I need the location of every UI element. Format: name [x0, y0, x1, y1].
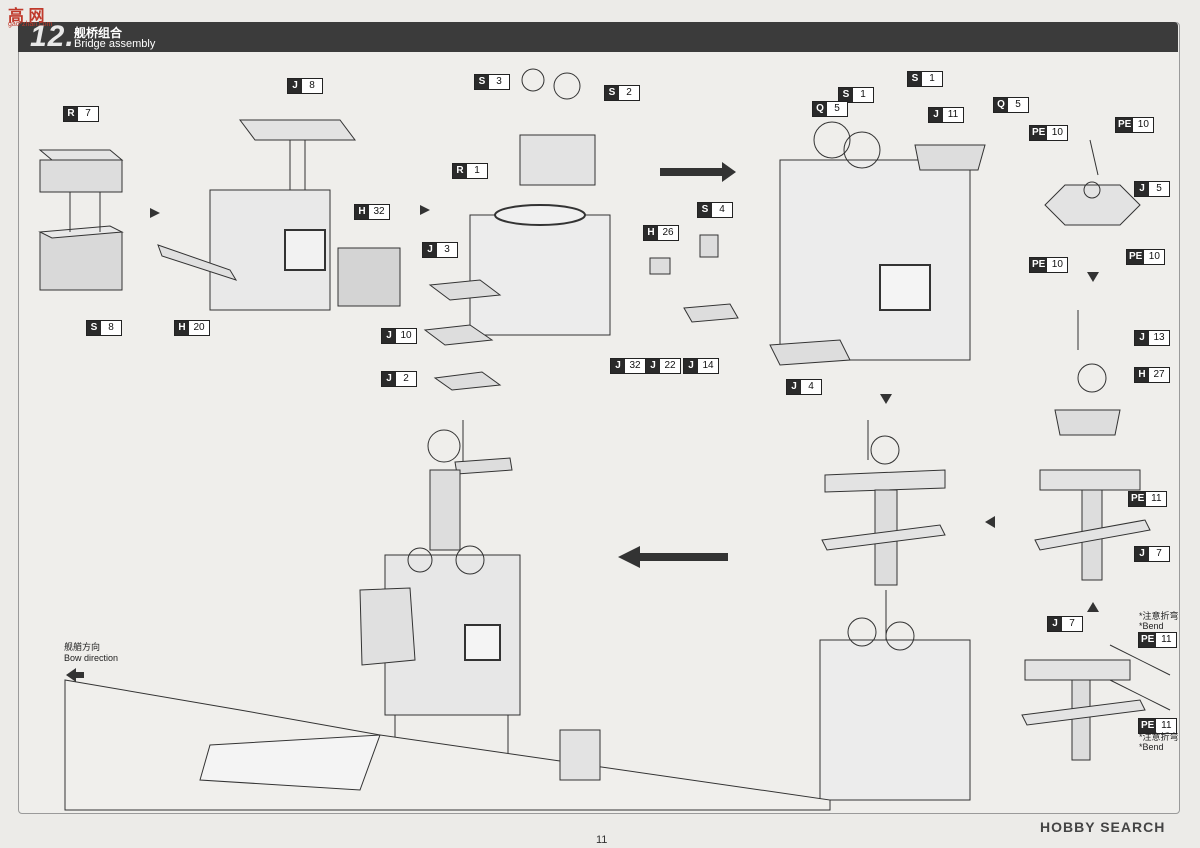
- watermark: HOBBY SEARCH: [1040, 819, 1166, 835]
- step-title-chinese: 舰桥组合: [74, 26, 123, 40]
- site-logo-url: gao-zhan.com: [8, 21, 53, 28]
- sub-assembly-3: [423, 68, 739, 391]
- arrow-down-1: [1087, 272, 1099, 282]
- step-header-bar: [18, 22, 1178, 52]
- site-logo: 高 网: [8, 8, 45, 25]
- sub-assembly-1: [38, 149, 124, 291]
- sub-assembly-center-mast: [819, 420, 971, 801]
- arrow-left-big: [618, 546, 728, 568]
- arrow-step-3: [660, 162, 736, 182]
- page-frame: [18, 22, 1180, 814]
- sub-assembly-mast-lower: [1021, 644, 1171, 761]
- bend-note-2: *注意折弯*Bend: [1139, 732, 1179, 752]
- bow-direction-arrow: [66, 668, 84, 682]
- arrow-down-2: [880, 394, 892, 404]
- arrow-step-2: [420, 205, 430, 215]
- page-number: 11: [596, 834, 608, 846]
- flight-deck: [64, 668, 831, 811]
- sub-assembly-5: [1044, 139, 1141, 226]
- arrow-step-1: [150, 208, 160, 218]
- step-title-english: Bridge assembly: [74, 38, 156, 50]
- bend-note-1: *注意折弯*Bend: [1139, 611, 1179, 631]
- final-bridge-assembly: [359, 420, 521, 776]
- sub-assembly-4: [769, 121, 986, 366]
- arrow-left-1: [985, 516, 995, 528]
- arrow-up-1: [1087, 602, 1099, 612]
- sub-assembly-2: [157, 119, 401, 311]
- sub-assembly-mast: [1034, 310, 1151, 581]
- step-number: 12.: [30, 20, 75, 53]
